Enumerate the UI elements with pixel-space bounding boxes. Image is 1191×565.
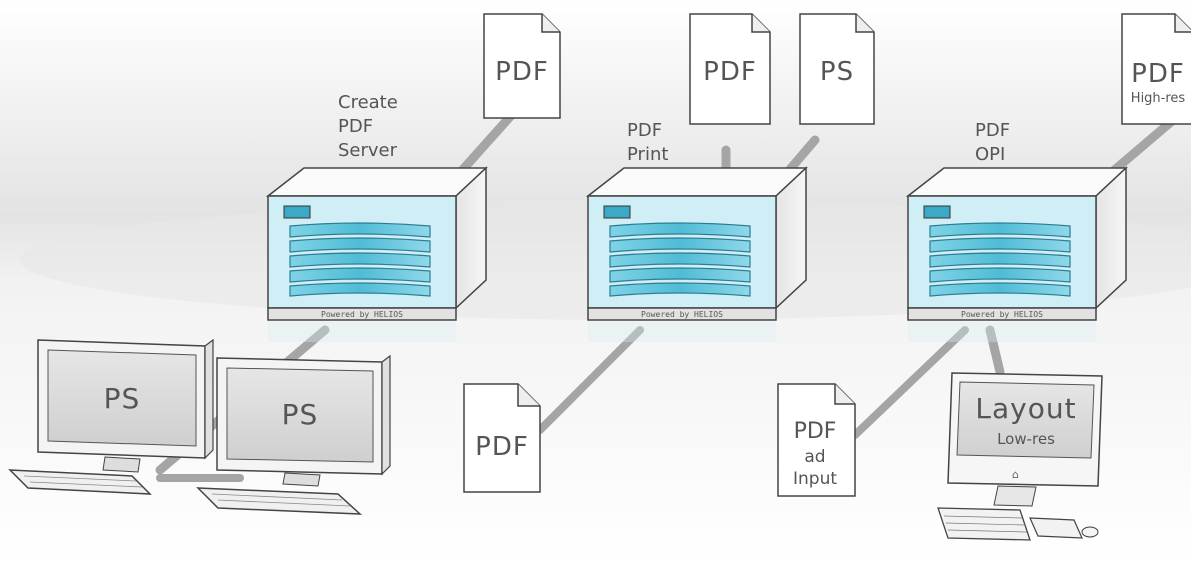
label-line: PDF <box>627 120 662 141</box>
document-label: PDF <box>703 57 757 87</box>
label-line: PDF <box>338 116 373 137</box>
document-label: PDF <box>794 419 837 444</box>
label-line: Server <box>338 140 398 161</box>
document-pdf-ad-input: PDF ad Input <box>777 383 856 497</box>
server-brand: Powered by HELIOS <box>961 310 1043 319</box>
label-line: Print <box>627 144 668 165</box>
server-label-pdf-print: PDF Print <box>627 120 668 165</box>
client-workstation-ps-2: PS <box>196 354 391 515</box>
apple-logo-icon: ⌂ <box>1012 468 1019 481</box>
document-pdf-bottom: PDF <box>463 383 541 493</box>
monitor-screen-subtext: Low-res <box>997 430 1055 448</box>
label-line: OPI <box>975 144 1005 165</box>
server-label-create-pdf: Create PDF Server <box>338 92 398 161</box>
document-sublabel: ad <box>804 447 825 467</box>
client-workstation-ps-1: PS <box>8 338 214 495</box>
document-label: PDF <box>495 57 549 87</box>
connector-opi-server-to-layout <box>985 325 1005 377</box>
monitor-screen-text: Layout <box>975 392 1076 425</box>
document-label: PDF <box>1131 59 1185 89</box>
server-create-pdf: Powered by HELIOS <box>265 166 488 342</box>
server-label-pdf-opi: PDF OPI <box>975 120 1010 165</box>
monitor-screen-text: PS <box>282 398 319 431</box>
document-ps-top: PS <box>799 13 875 125</box>
label-line: PDF <box>975 120 1010 141</box>
server-brand: Powered by HELIOS <box>641 310 723 319</box>
document-pdf-top-left: PDF <box>483 13 561 119</box>
monitor-screen-text: PS <box>104 382 141 415</box>
document-label: PS <box>820 57 854 87</box>
document-pdf-high-res: PDF High-res <box>1121 13 1191 125</box>
document-sublabel: High-res <box>1131 91 1186 106</box>
document-label: PDF <box>475 432 529 462</box>
label-line: Create <box>338 92 398 113</box>
server-brand: Powered by HELIOS <box>321 310 403 319</box>
document-pdf-top-middle: PDF <box>689 13 771 125</box>
client-workstation-layout: Layout Low-res ⌂ <box>937 372 1103 541</box>
server-pdf-print: Powered by HELIOS <box>585 166 808 342</box>
server-pdf-opi: Powered by HELIOS <box>905 166 1128 342</box>
document-sublabel: Input <box>793 469 837 489</box>
connector-ad-input-to-opi-server <box>851 326 969 439</box>
connector-pdf-to-print-server-bottom <box>536 326 644 434</box>
